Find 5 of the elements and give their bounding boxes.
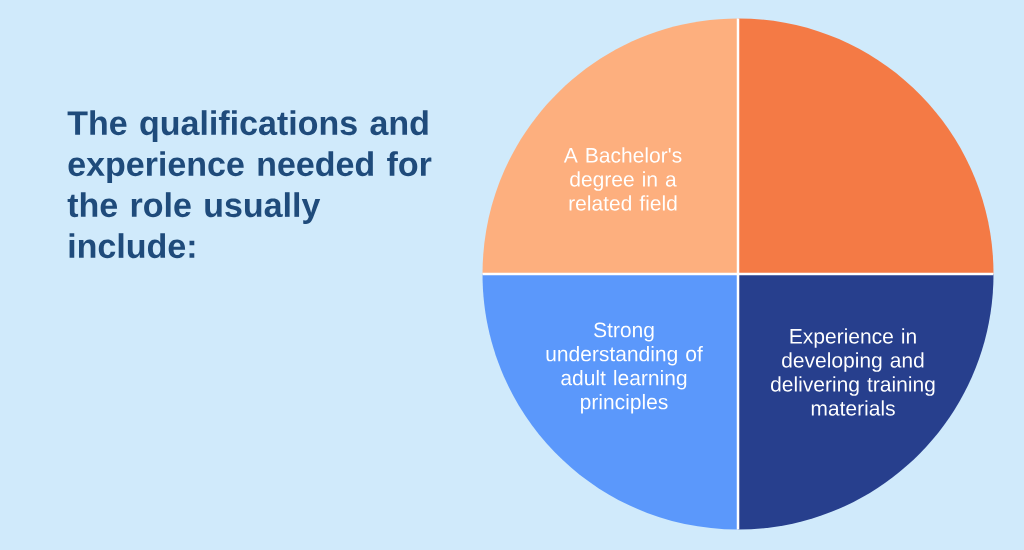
quadrant-segment bbox=[738, 18, 994, 274]
title: The qualifications and experience needed for the role usually include: bbox=[67, 110, 432, 259]
quadrant-segment: Experience in developing and delivering training materials bbox=[738, 274, 994, 530]
quadrant-segment: A Bachelor's degree in a related field bbox=[482, 18, 738, 274]
quadrant-segment: Strong understanding of adult learning principles bbox=[482, 274, 738, 530]
